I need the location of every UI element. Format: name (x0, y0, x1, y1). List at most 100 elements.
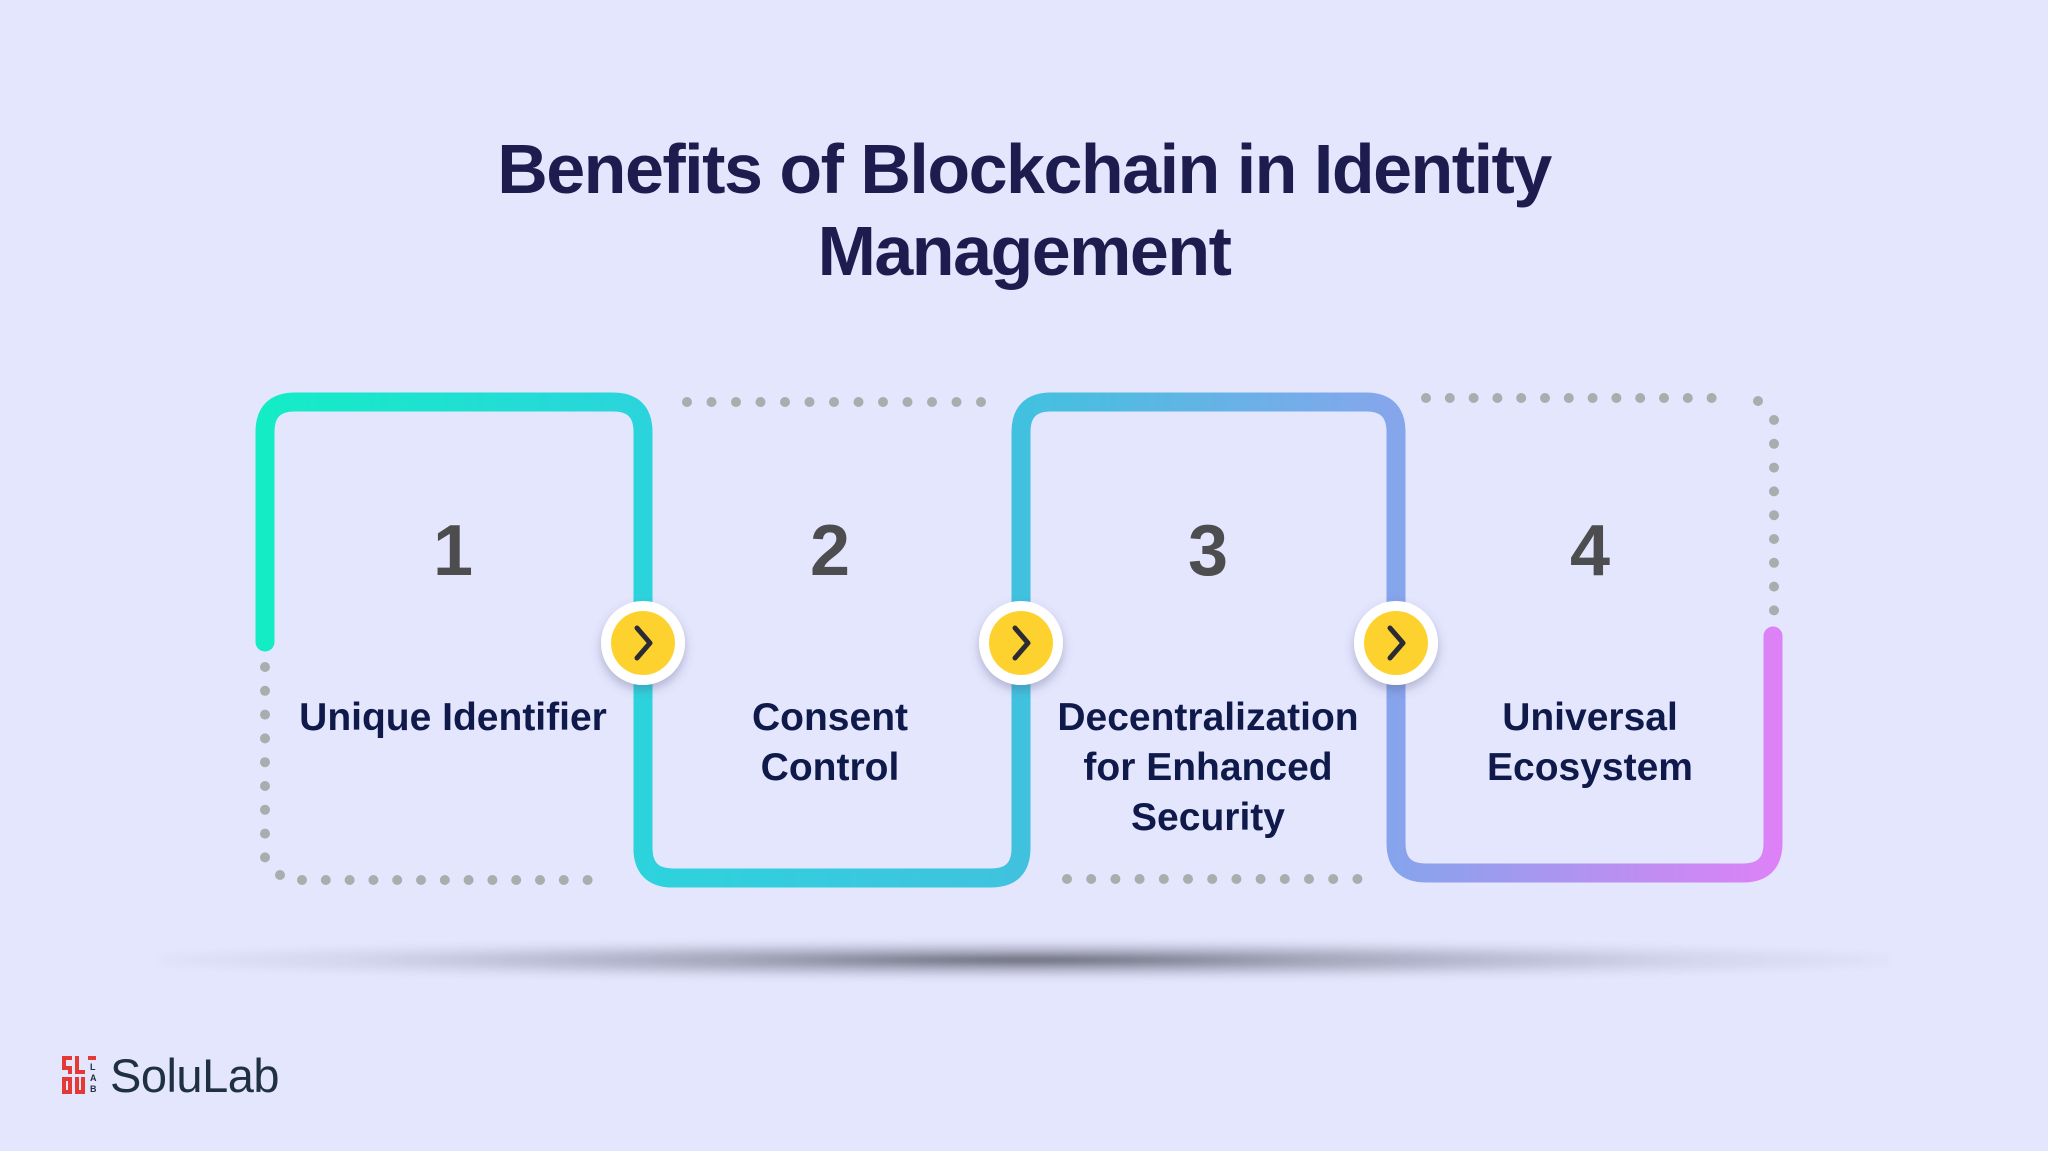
connector-1 (601, 601, 685, 685)
dot (1352, 874, 1363, 884)
dot (731, 397, 741, 407)
step-label-line: Universal (1502, 696, 1678, 739)
dot (1255, 874, 1266, 884)
dot (260, 662, 270, 672)
dot (535, 875, 545, 885)
ground-shadow (160, 940, 1890, 980)
dot (976, 397, 986, 407)
dot (951, 397, 962, 407)
dot (1421, 393, 1431, 403)
dot (260, 733, 270, 744)
dot (1110, 874, 1121, 884)
step-label-line: Consent (752, 696, 908, 739)
dot (511, 875, 522, 885)
logo-text: SoluLab (110, 1048, 280, 1102)
connector-fill (1364, 611, 1428, 675)
dot (1279, 874, 1290, 884)
dot (1540, 393, 1550, 403)
dot (275, 870, 285, 880)
dot (1769, 510, 1779, 521)
connector-3 (1354, 601, 1438, 685)
dot (1134, 874, 1145, 884)
dot (706, 397, 717, 407)
step-label-line: Security (1131, 796, 1285, 839)
dot (1328, 874, 1339, 884)
chevron-right-icon (634, 625, 653, 661)
dot (780, 397, 790, 407)
title-line-1: Benefits of Blockchain in Identity (497, 130, 1552, 208)
dot (320, 875, 331, 885)
frame-step-4 (1386, 590, 1783, 883)
dot (1183, 874, 1193, 884)
dot (1769, 605, 1779, 616)
dot (582, 875, 593, 885)
dot (1611, 393, 1622, 403)
dot (260, 757, 270, 768)
dot (260, 781, 270, 791)
dot (416, 875, 426, 885)
svg-text:A: A (90, 1073, 97, 1083)
dot (804, 397, 815, 407)
dot (439, 875, 450, 885)
dot (1682, 393, 1693, 403)
step-3-number: 3 (1187, 511, 1229, 591)
dot (1769, 415, 1779, 425)
dot (260, 852, 270, 863)
dot (260, 828, 270, 839)
step-label-line: Unique Identifier (299, 696, 607, 739)
dot (755, 397, 766, 407)
dot (1769, 462, 1779, 473)
dot (1769, 534, 1779, 544)
dot (1304, 874, 1314, 884)
dot (1062, 874, 1072, 884)
dot (1587, 393, 1598, 403)
dot (1516, 393, 1527, 403)
dot (260, 804, 270, 815)
dot (853, 397, 864, 407)
title-line-2: Management (817, 212, 1232, 290)
step-1-label: Unique Identifier (273, 693, 633, 743)
dot (1769, 438, 1779, 449)
dot (392, 875, 403, 885)
dot (1492, 393, 1503, 403)
page-title: Benefits of Blockchain in Identity Manag… (0, 128, 2048, 292)
chevron-right-icon (1012, 625, 1031, 661)
dot (1468, 393, 1479, 403)
dot (902, 397, 913, 407)
dot (344, 875, 355, 885)
frame-step-3 (1011, 392, 1406, 660)
step-label-line: Ecosystem (1487, 746, 1693, 789)
dot (463, 875, 474, 885)
solulab-logo-icon: LAB (62, 1056, 97, 1094)
dot (1444, 393, 1455, 403)
dot (829, 397, 839, 407)
dot (1753, 396, 1763, 406)
step-4-number: 4 (1569, 511, 1611, 591)
dot (1231, 874, 1242, 884)
svg-text:L: L (90, 1062, 96, 1072)
dot (1769, 581, 1779, 592)
dot (260, 685, 270, 696)
step-2-number: 2 (809, 511, 851, 591)
dot (927, 397, 937, 407)
connectors (601, 601, 1438, 685)
connector-fill (989, 611, 1053, 675)
connector-2 (979, 601, 1063, 685)
dot (1706, 393, 1717, 403)
dot (297, 875, 307, 885)
dot (487, 875, 498, 885)
connector-fill (611, 611, 675, 675)
frame-step-2 (633, 590, 1031, 888)
dot (558, 875, 569, 885)
step-label-line: Control (760, 746, 900, 789)
dot (1769, 557, 1779, 568)
dot (260, 709, 270, 720)
dot (368, 875, 379, 885)
dot (1086, 874, 1097, 884)
dot (1563, 393, 1574, 403)
